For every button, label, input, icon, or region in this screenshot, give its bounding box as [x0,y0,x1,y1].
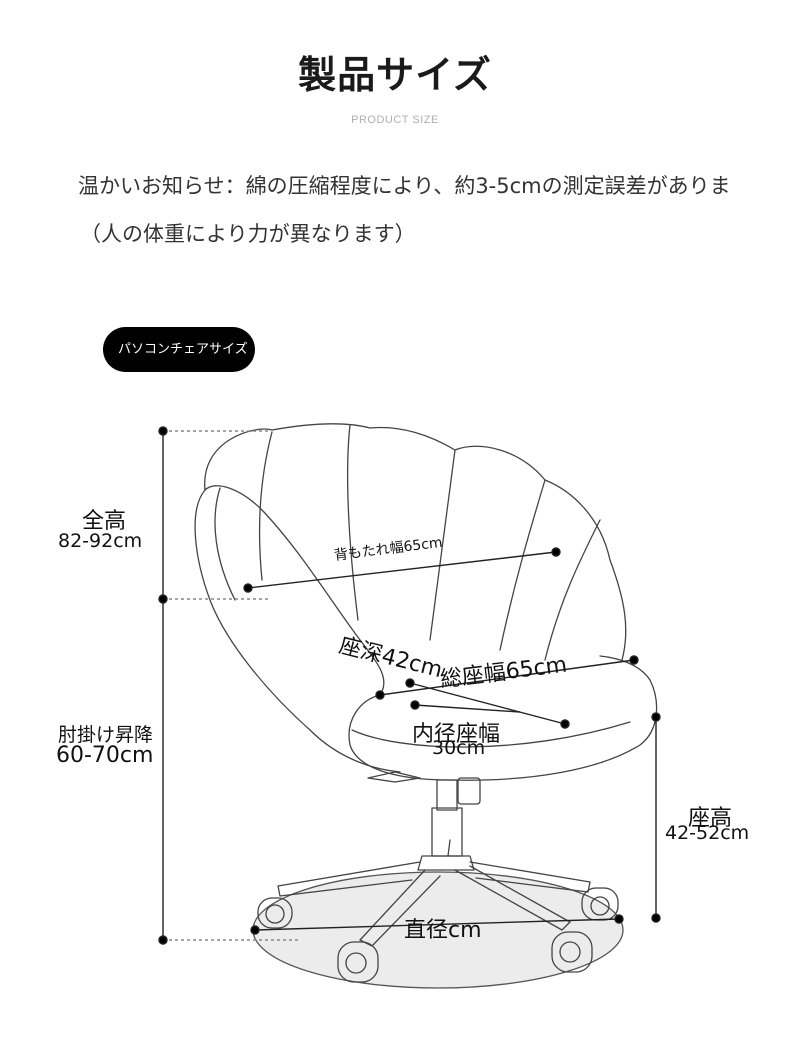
total-height-top-dot [158,426,168,436]
total-seat-width-right-dot [629,655,639,665]
caster-front-right [551,931,593,973]
gas-lift-lower [431,807,463,857]
petal-seam-5 [544,519,601,661]
seat-depth-start-dot [405,678,415,688]
total-height-bottom-dot [158,935,168,945]
diameter-left-dot [250,925,260,935]
back-width-right-dot [551,547,561,557]
total-seat-width-left-dot [375,690,385,700]
section-badge: パソコンチェアサイズ [103,327,255,372]
inner-seat-width-line [414,704,521,713]
dimension-lines [158,426,661,945]
lift-lever [457,777,481,805]
seat-depth-line [409,682,566,725]
total-seat-width-line [379,659,635,696]
armrest-height-value: 60-70cm [56,743,154,768]
petal-seam-3 [429,449,456,641]
inner-seat-width-dot [410,700,420,710]
leg-left [277,861,421,897]
seat-cushion [348,655,658,781]
measurement-notice: 温かいお知らせ：綿の圧縮程度により、約3-5cmの測定誤差がありま [78,174,731,198]
diameter-line [254,918,620,931]
total-height-value: 82-92cm [58,530,143,552]
inner-seat-width-value: 30cm [432,737,486,759]
seat-height-label: 座高 [688,806,733,831]
leg-front-right [454,865,571,931]
seat-height-top-dot [651,712,661,722]
backrest-inner-edge [214,487,236,601]
weight-notice: （人の体重により力が異なります） [80,222,416,246]
backrest-left-edge [194,489,401,773]
caster-left [257,897,293,929]
petal-seam-1 [258,431,273,581]
diameter-label: 直径cm [404,918,482,943]
caster-front-left [337,941,379,983]
page-subtitle: PRODUCT SIZE [351,114,439,126]
left-armrest [204,485,385,696]
armrest-height-label: 肘掛け昇降 [58,724,154,746]
diameter-right-dot [614,914,624,924]
page-title: 製品サイズ [298,53,492,97]
total-height-mid-dot [158,594,168,604]
inner-seat-width-label: 内径座幅 [412,722,501,747]
gas-lift-upper [436,779,458,811]
leg-back [447,839,451,857]
seat-depth-end-dot [560,719,570,729]
back-width-line [247,551,557,589]
seat-mechanism [367,771,421,783]
base-hub [417,855,475,871]
petal-seam-4 [499,479,546,651]
leg-right [469,861,591,893]
back-width-left-dot [243,583,253,593]
petal-seam-2 [347,424,359,621]
seat-front-edge [351,721,631,748]
chair-illustration [194,423,658,989]
total-height-label: 全高 [82,509,127,534]
seat-height-value: 42-52cm [665,822,750,844]
seat-height-bottom-dot [651,913,661,923]
